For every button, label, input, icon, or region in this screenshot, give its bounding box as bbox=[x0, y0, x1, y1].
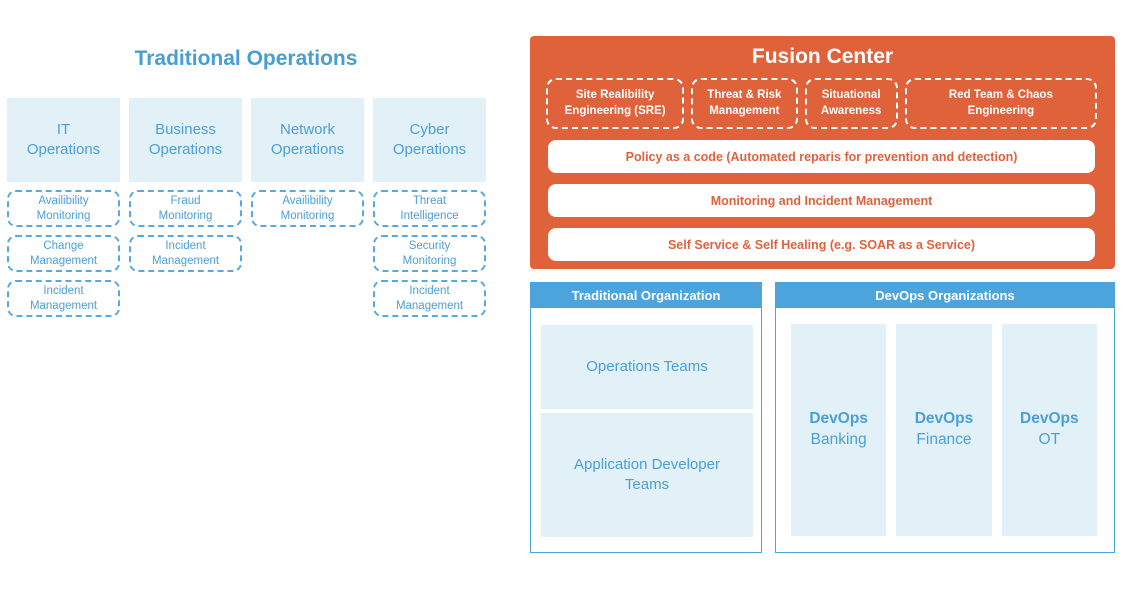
column-cyber-operations: Cyber Operations Threat Intelligence Sec… bbox=[373, 98, 486, 317]
capability-box-incident-management: Incident Management bbox=[7, 280, 120, 317]
team-box-application-developer-teams: Application Developer Teams bbox=[541, 413, 753, 537]
fusion-center-panel: Fusion Center Site Realibility Engineeri… bbox=[530, 36, 1115, 269]
devops-columns: DevOps Banking DevOps Finance DevOps OT bbox=[791, 324, 1097, 536]
column-business-operations: Business Operations Fraud Monitoring Inc… bbox=[129, 98, 242, 317]
fusion-pillars-row: Site Realibility Engineering (SRE) Threa… bbox=[546, 78, 1097, 129]
traditional-organization-header: Traditional Organization bbox=[531, 283, 761, 308]
department-box-business-operations: Business Operations bbox=[129, 98, 242, 182]
devops-area-label: Banking bbox=[810, 431, 867, 448]
pillar-threat-risk-management: Threat & Risk Management bbox=[691, 78, 798, 129]
capability-box-change-management: Change Management bbox=[7, 235, 120, 272]
department-box-it-operations: IT Operations bbox=[7, 98, 120, 182]
pillar-red-team-chaos-engineering: Red Team & Chaos Engineering bbox=[904, 78, 1097, 129]
traditional-operations-title: Traditional Operations bbox=[134, 47, 358, 70]
capability-box-incident-management: Incident Management bbox=[373, 280, 486, 317]
traditional-operations-columns: IT Operations Availibility Monitoring Ch… bbox=[7, 98, 486, 317]
capability-box-incident-management: Incident Management bbox=[129, 235, 242, 272]
devops-column-ot: DevOps OT bbox=[1001, 324, 1097, 536]
column-it-operations: IT Operations Availibility Monitoring Ch… bbox=[7, 98, 120, 317]
team-box-operations-teams: Operations Teams bbox=[541, 325, 753, 409]
pillar-situational-awareness: Situational Awareness bbox=[804, 78, 898, 129]
devops-column-banking: DevOps Banking bbox=[791, 324, 887, 536]
fusion-center-title: Fusion Center bbox=[751, 45, 894, 68]
capability-box-threat-intelligence: Threat Intelligence bbox=[373, 190, 486, 227]
devops-area-label: OT bbox=[1038, 431, 1061, 448]
fusion-bar-monitoring-incident-management: Monitoring and Incident Management bbox=[548, 184, 1095, 217]
fusion-bar-policy-as-code: Policy as a code (Automated reparis for … bbox=[548, 140, 1095, 173]
capability-box-fraud-monitoring: Fraud Monitoring bbox=[129, 190, 242, 227]
devops-brand-label: DevOps bbox=[809, 410, 868, 428]
column-network-operations: Network Operations Availibility Monitori… bbox=[251, 98, 364, 317]
devops-column-finance: DevOps Finance bbox=[896, 324, 992, 536]
devops-area-label: Finance bbox=[916, 431, 972, 448]
devops-organizations-header: DevOps Organizations bbox=[776, 283, 1114, 308]
capability-box-security-monitoring: Security Monitoring bbox=[373, 235, 486, 272]
devops-organizations-panel: DevOps Organizations DevOps Banking DevO… bbox=[775, 282, 1115, 553]
traditional-organization-panel: Traditional Organization Operations Team… bbox=[530, 282, 762, 553]
devops-brand-label: DevOps bbox=[914, 410, 974, 428]
pillar-site-reliability-engineering: Site Realibility Engineering (SRE) bbox=[546, 78, 685, 129]
devops-brand-label: DevOps bbox=[1020, 410, 1079, 428]
capability-box-availibility-monitoring: Availibility Monitoring bbox=[7, 190, 120, 227]
department-box-network-operations: Network Operations bbox=[251, 98, 364, 182]
fusion-bar-self-service-self-healing: Self Service & Self Healing (e.g. SOAR a… bbox=[548, 228, 1095, 261]
department-box-cyber-operations: Cyber Operations bbox=[373, 98, 486, 182]
capability-box-availibility-monitoring: Availibility Monitoring bbox=[251, 190, 364, 227]
